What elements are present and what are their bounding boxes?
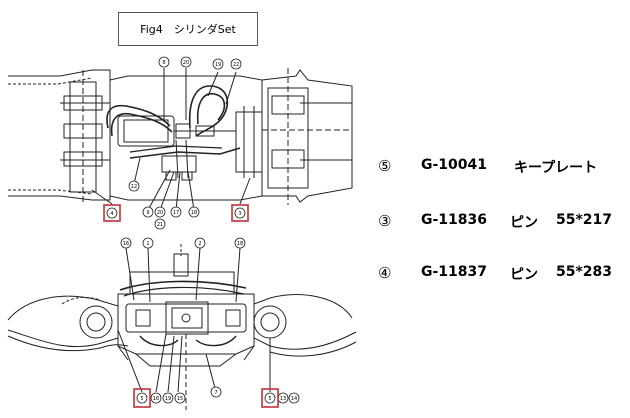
part-row: ③ G-11836 ピン 55*217 bbox=[378, 212, 630, 232]
callout-label: 16 bbox=[123, 241, 129, 247]
callout-top-9 bbox=[142, 206, 154, 218]
callout-label: 7 bbox=[214, 390, 217, 396]
callout-label: 15 bbox=[177, 396, 183, 402]
part-code: G-10041 bbox=[421, 157, 488, 173]
part-name: キープレート bbox=[514, 160, 598, 176]
figure-title-box: Fig4 シリンダSet bbox=[118, 12, 258, 46]
callout-bottom-5b bbox=[264, 392, 276, 404]
callout-label: 8 bbox=[162, 60, 165, 66]
callout-label: 1 bbox=[146, 241, 149, 247]
callout-bottom-18 bbox=[234, 237, 246, 249]
top-right-arm bbox=[261, 69, 353, 203]
part-number: ③ bbox=[378, 212, 392, 230]
callout-bottom-19 bbox=[162, 392, 174, 404]
callout-label: 2 bbox=[198, 241, 201, 247]
part-spec: 55*217 bbox=[556, 212, 613, 228]
callout-bottom-1 bbox=[142, 237, 154, 249]
bottom-right-arm bbox=[253, 294, 357, 350]
highlight-box-3 bbox=[231, 204, 249, 222]
callout-top-21 bbox=[154, 218, 166, 230]
callout-bottom-5a bbox=[136, 392, 148, 404]
part-name: ピン bbox=[510, 267, 538, 283]
highlight-box-4 bbox=[103, 204, 121, 222]
part-number: ⑤ bbox=[378, 157, 392, 175]
part-name: ピン bbox=[510, 215, 538, 231]
callout-label: 9 bbox=[146, 210, 149, 216]
callout-top-12 bbox=[128, 180, 140, 192]
top-left-arm bbox=[8, 69, 111, 201]
callout-top-22 bbox=[230, 58, 242, 70]
part-code: G-11836 bbox=[421, 212, 488, 228]
part-row: ⑤ G-10041 キープレート bbox=[378, 157, 630, 177]
callout-bottom-15 bbox=[174, 392, 186, 404]
callout-bottom-16a bbox=[120, 237, 132, 249]
callout-label: 20 bbox=[183, 60, 189, 66]
callout-label: 3 bbox=[238, 211, 241, 217]
highlight-box-5-left bbox=[133, 388, 151, 408]
callout-label: 18 bbox=[191, 210, 197, 216]
callout-label: 14 bbox=[291, 396, 297, 402]
callout-top-8 bbox=[158, 56, 170, 68]
callout-label: 22 bbox=[233, 62, 239, 68]
callout-bottom-14 bbox=[288, 392, 300, 404]
part-row: ④ G-11837 ピン 55*283 bbox=[378, 264, 630, 284]
callout-label: 21 bbox=[157, 222, 163, 228]
part-number: ④ bbox=[378, 264, 392, 282]
callout-label: 19 bbox=[165, 396, 171, 402]
callout-label: 18 bbox=[237, 241, 243, 247]
callout-label: 16 bbox=[153, 396, 159, 402]
callout-bottom-16b bbox=[150, 392, 162, 404]
callout-top-17 bbox=[170, 206, 182, 218]
callout-label: 17 bbox=[173, 210, 179, 216]
callout-top-18 bbox=[188, 206, 200, 218]
callout-top-20a bbox=[180, 56, 192, 68]
callout-label: 4 bbox=[110, 211, 113, 217]
callout-bottom-7 bbox=[210, 386, 222, 398]
highlight-box-5-right bbox=[261, 388, 279, 408]
callout-top-3 bbox=[234, 207, 246, 219]
callout-label: 20 bbox=[157, 210, 163, 216]
figure-title: Fig4 シリンダSet bbox=[140, 23, 236, 36]
callout-label: 5 bbox=[268, 396, 271, 402]
callout-top-19 bbox=[212, 58, 224, 70]
callout-bottom-2 bbox=[194, 237, 206, 249]
part-code: G-11837 bbox=[421, 264, 488, 280]
part-spec: 55*283 bbox=[556, 264, 613, 280]
callout-label: 12 bbox=[131, 184, 137, 190]
callout-label: 13 bbox=[280, 396, 286, 402]
callout-label: 5 bbox=[140, 396, 143, 402]
callout-top-20b bbox=[154, 206, 166, 218]
callout-label: 19 bbox=[215, 62, 221, 68]
bottom-cylinder bbox=[125, 303, 247, 333]
callout-top-4 bbox=[106, 207, 118, 219]
